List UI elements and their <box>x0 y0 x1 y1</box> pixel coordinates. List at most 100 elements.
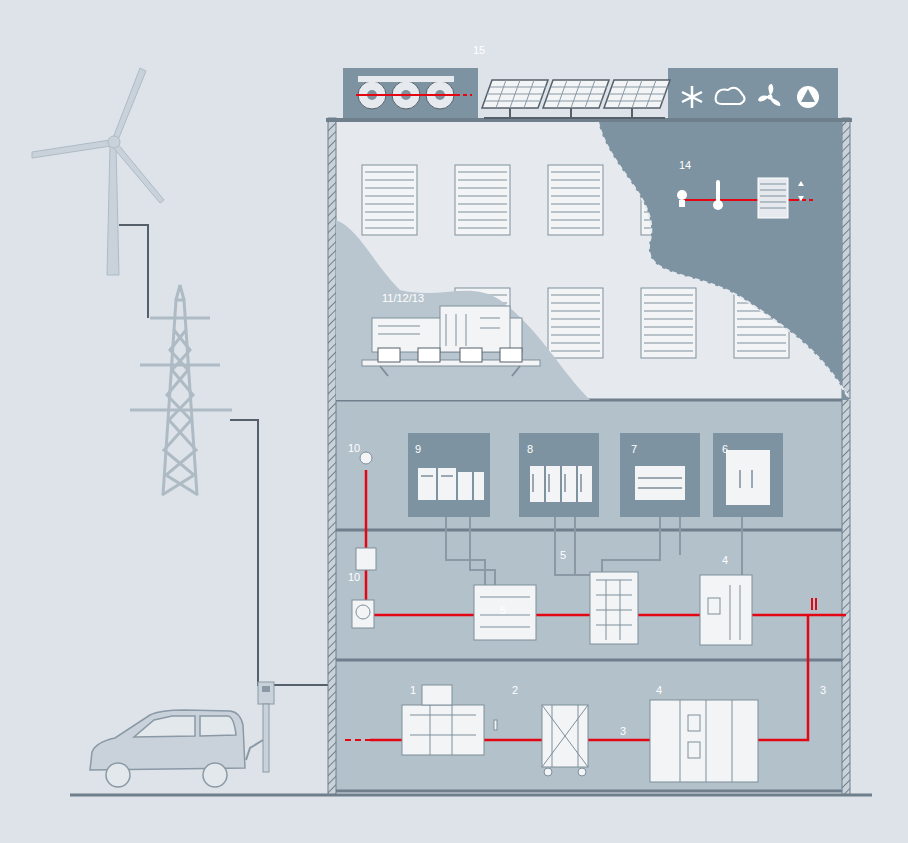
dark-panels-part <box>408 433 490 517</box>
control-room-cutaway <box>336 220 590 400</box>
control-room-cutaway-part <box>418 348 440 362</box>
supply-line-part <box>119 225 148 318</box>
callout-number: 4 <box>722 554 728 567</box>
dark-panels-part <box>562 466 576 502</box>
callout-number: 5 <box>500 604 506 617</box>
building-automation-cutaway-part <box>795 199 815 201</box>
callout-number: 11/12/13 <box>382 292 424 305</box>
windows-part <box>641 288 696 358</box>
callout-number: 15 <box>473 44 485 57</box>
dark-panels-part <box>635 466 685 500</box>
floor-equipment-part <box>542 705 588 767</box>
building-part <box>336 529 842 532</box>
floor-equipment-part <box>650 700 758 782</box>
wind-turbine-part <box>32 140 111 158</box>
roof-equipment-part <box>456 94 472 96</box>
callout-number: 4 <box>656 684 662 697</box>
floor-equipment-part <box>688 715 700 731</box>
feeder-wiring-part <box>345 739 370 741</box>
electric-car-part <box>106 763 130 787</box>
electric-car-part <box>134 716 195 737</box>
building-part <box>328 118 336 794</box>
building-part <box>336 790 842 793</box>
roof-equipment <box>343 68 838 118</box>
dark-panels-part <box>438 468 456 500</box>
charging-station-part <box>246 740 263 760</box>
power-pylon-part <box>180 285 184 300</box>
windows-part <box>455 165 510 235</box>
building <box>326 118 852 794</box>
callout-number: 7 <box>631 443 637 456</box>
roof-equipment-part <box>797 86 819 108</box>
dark-panels-part <box>421 470 752 492</box>
wind-turbine-part <box>107 145 119 275</box>
electric-car-part <box>203 763 227 787</box>
wind-turbine <box>32 68 164 275</box>
floor-equipment-part <box>356 548 376 570</box>
building-automation-cutaway-part <box>677 190 687 200</box>
solar-panels-part <box>484 108 665 118</box>
ground <box>70 795 872 796</box>
electric-car <box>90 710 245 787</box>
dark-panels-part <box>519 433 599 517</box>
floor-equipment-part <box>360 452 372 464</box>
floor-equipment-part <box>410 705 476 755</box>
power-pylon-part <box>150 317 210 320</box>
floor-equipment-part <box>494 720 497 730</box>
roof-equipment-part <box>343 68 478 118</box>
wind-turbine-part <box>113 68 146 140</box>
dark-panels <box>408 433 783 517</box>
roof-equipment-part <box>758 84 780 106</box>
roof-equipment-part <box>716 88 745 104</box>
callout-number: 3 <box>820 684 826 697</box>
floor-equipment-part <box>480 597 530 627</box>
building-part <box>336 400 842 792</box>
building-part <box>842 118 850 794</box>
floor-equipment-part <box>680 700 732 782</box>
windows-part <box>548 288 603 358</box>
callout-number: 6 <box>722 443 728 456</box>
dark-panels-part <box>726 450 770 505</box>
supply-line-part <box>230 420 330 685</box>
dark-panels-part <box>578 466 592 502</box>
wind-turbine-part <box>108 136 120 148</box>
building-automation-cutaway-part <box>716 180 720 202</box>
power-pylon-part <box>162 330 194 495</box>
building-automation-cutaway-part <box>758 178 788 218</box>
callout-number: 5 <box>560 549 566 562</box>
building-automation-cutaway-part <box>598 122 850 400</box>
control-room-cutaway-part <box>440 306 510 352</box>
floor-equipment-part <box>730 585 740 640</box>
control-room-cutaway-part <box>460 348 482 362</box>
floor-equipment-part <box>596 580 632 640</box>
floor-equipment-part <box>688 742 700 758</box>
floor-equipment-part <box>590 572 638 644</box>
solar-panels <box>482 80 670 118</box>
callout-number: 3 <box>620 725 626 738</box>
control-room-cutaway-part <box>380 366 520 376</box>
wind-turbine-part <box>112 143 164 203</box>
dark-panels-part <box>474 472 484 500</box>
power-pylon-part <box>140 364 220 367</box>
control-room-cutaway-part <box>378 348 400 362</box>
solar-panels-part <box>482 80 670 108</box>
charging-station-part <box>263 704 269 772</box>
floor-equipment-part <box>352 600 374 628</box>
building-part <box>336 659 842 662</box>
roof-equipment-part <box>358 76 454 82</box>
floor-equipment-part <box>422 685 452 705</box>
ground-part <box>70 794 872 797</box>
floor-equipment-part <box>708 598 720 614</box>
electric-car-part <box>200 716 236 736</box>
floor-equipment-part <box>474 585 536 640</box>
roof-equipment-part <box>356 94 456 96</box>
building-automation-cutaway <box>598 122 850 400</box>
control-room-cutaway-part <box>500 348 522 362</box>
charging-station-part <box>258 682 274 704</box>
control-room-cutaway-part <box>336 220 590 400</box>
floor-equipment-part <box>542 705 588 767</box>
roof-equipment-part <box>682 86 702 108</box>
roof-equipment-part <box>668 68 838 118</box>
feeder-wiring-part <box>812 598 816 610</box>
